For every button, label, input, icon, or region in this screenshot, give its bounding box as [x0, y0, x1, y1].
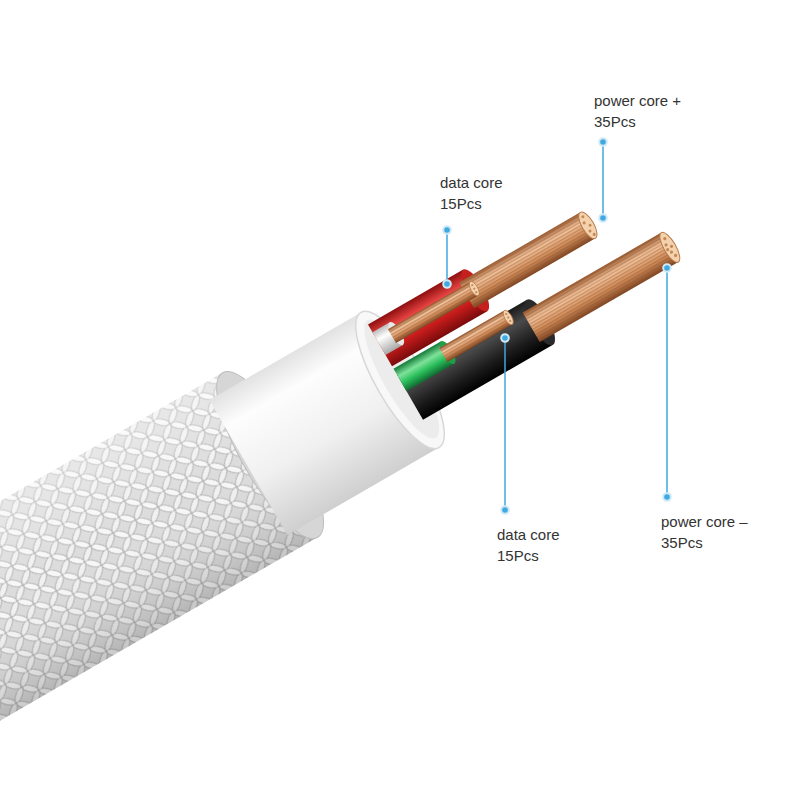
leader-line — [504, 338, 506, 510]
callout-label: data core 15Pcs — [440, 172, 518, 214]
leader-line — [446, 230, 448, 284]
data-wire-white — [373, 276, 484, 355]
leader-dot — [599, 138, 607, 146]
callout-label: data core 15Pcs — [497, 524, 575, 566]
leader-dots — [443, 138, 671, 514]
leader-dot — [501, 506, 509, 514]
leader-dot — [663, 264, 671, 272]
leader-line — [602, 142, 604, 218]
leader-dot — [599, 214, 607, 222]
callout-label: power core + 35Pcs — [594, 90, 694, 132]
leader-dot — [501, 334, 509, 342]
leader-dot — [443, 226, 451, 234]
cable-body — [0, 145, 713, 773]
callout-label: power core – 35Pcs — [661, 511, 771, 553]
leader-line — [666, 268, 668, 497]
leader-dot — [663, 493, 671, 501]
leader-dot — [443, 280, 451, 288]
power-positive-wire — [368, 202, 605, 367]
